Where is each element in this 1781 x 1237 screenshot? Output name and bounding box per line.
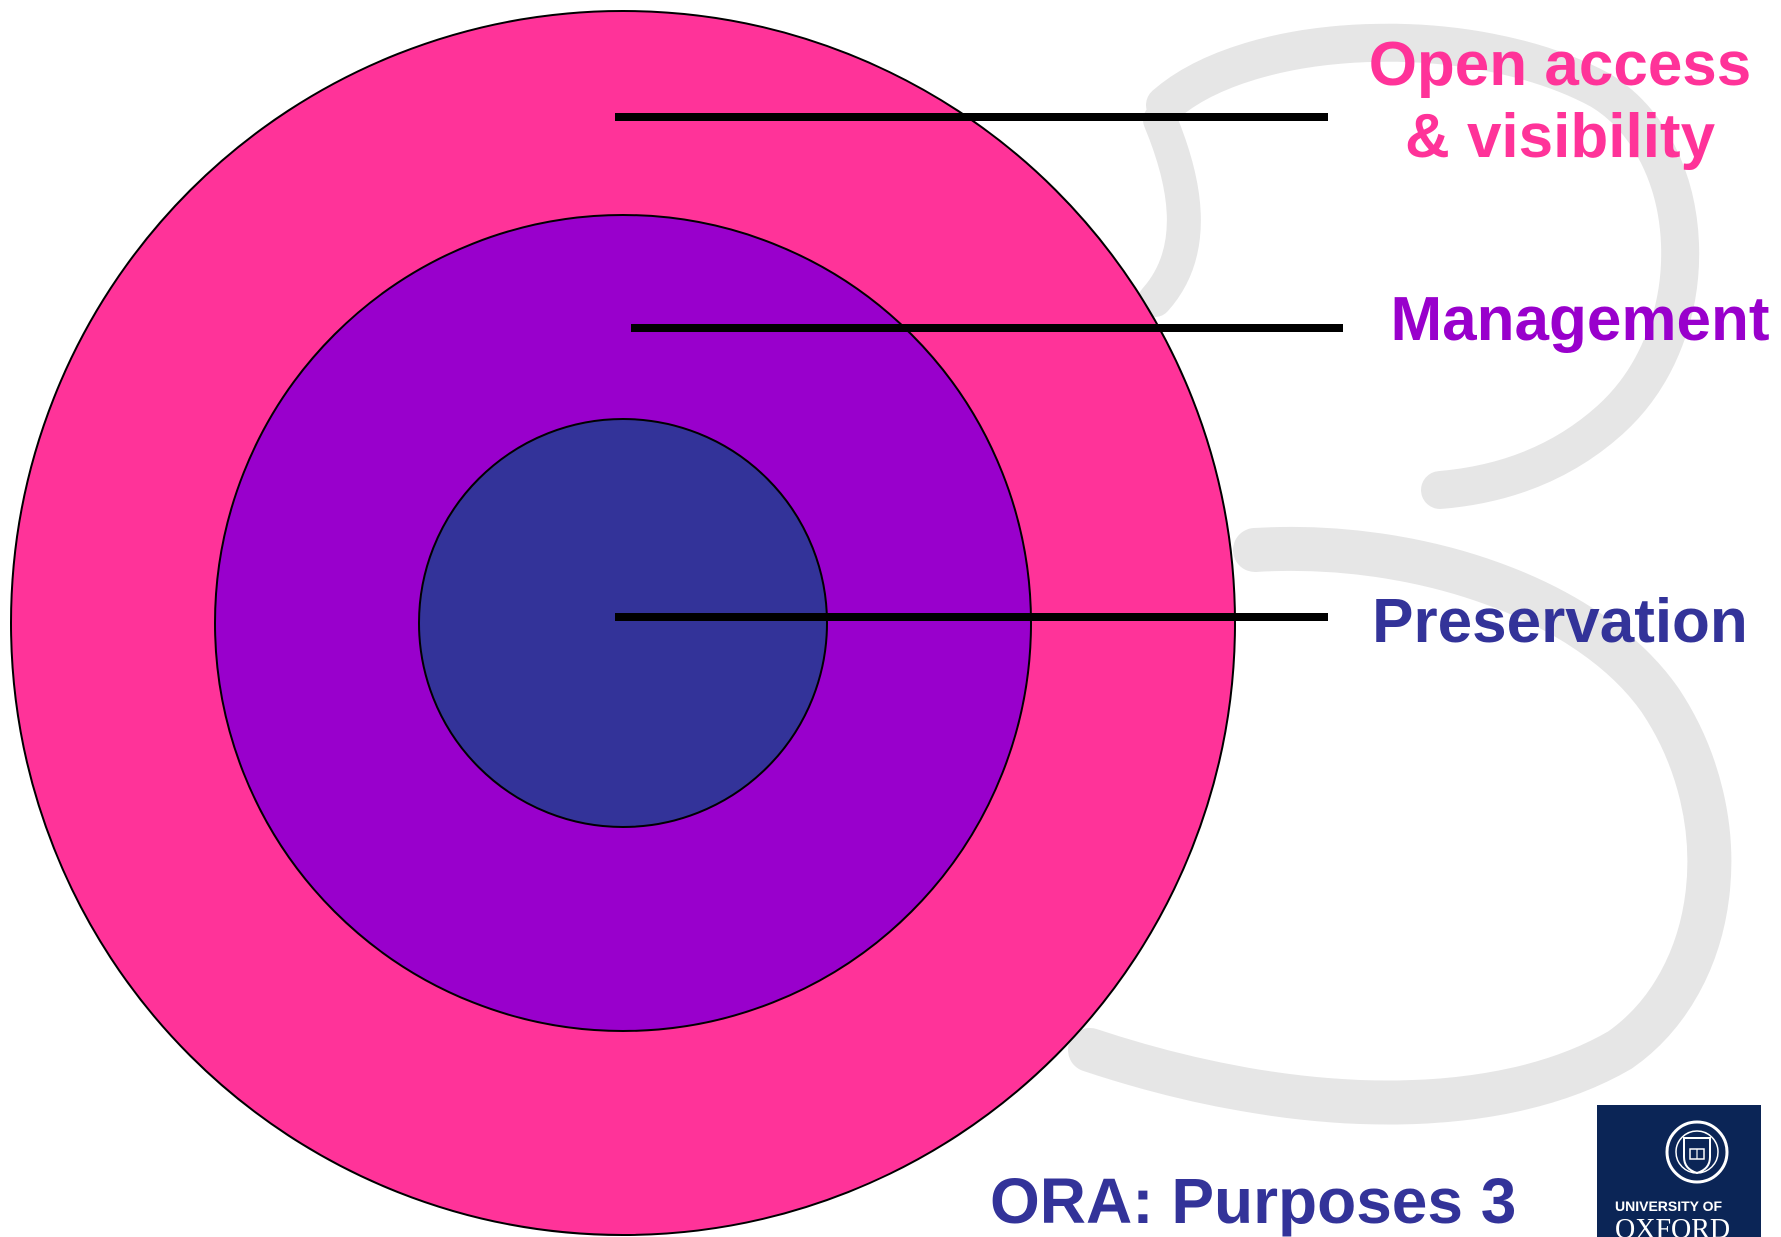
watermark-three-icon [1068, 23, 1732, 1125]
label-preservation: Preservation [1372, 587, 1748, 656]
slide-title: ORA: Purposes 3 [990, 1165, 1517, 1237]
university-crest-icon [1665, 1120, 1729, 1184]
label-open-access-line-1: Open access [1368, 30, 1752, 99]
label-open-access-line-2: & visibility [1404, 102, 1716, 171]
inner-circle-preservation [418, 418, 828, 828]
logo-text-university-of: UNIVERSITY OF [1615, 1198, 1723, 1214]
logo-text-oxford: OXFORD [1615, 1214, 1730, 1237]
label-management: Management [1390, 285, 1770, 354]
university-logo: UNIVERSITY OF OXFORD [1597, 1105, 1761, 1237]
